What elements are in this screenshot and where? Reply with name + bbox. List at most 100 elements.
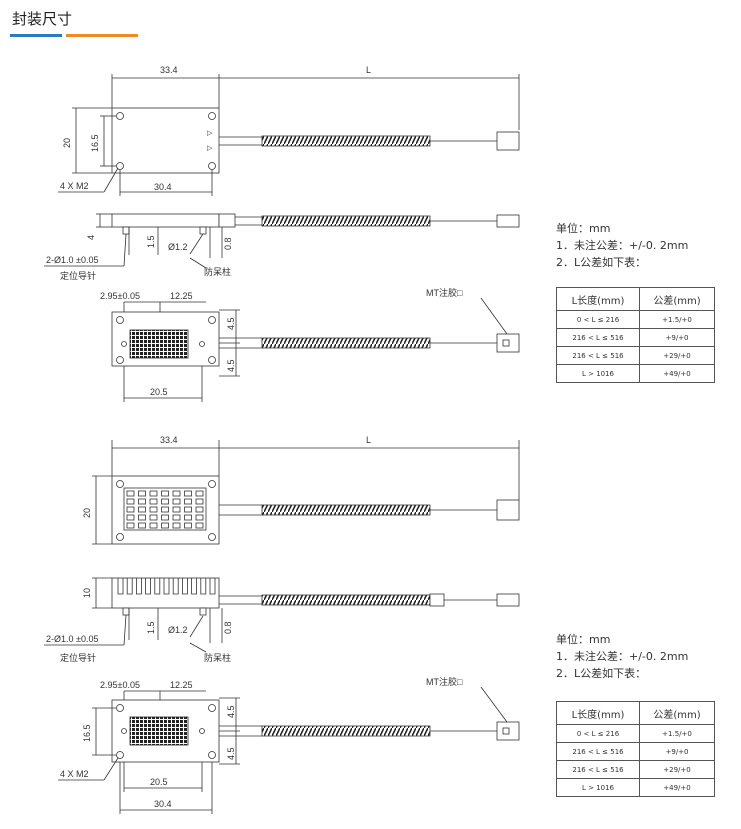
table-row: 0 < L ≤ 216+1.5/+0 bbox=[556, 724, 715, 743]
dim-0-8-label: 0.8 bbox=[223, 237, 233, 250]
heatsink-fin bbox=[184, 498, 192, 505]
heatsink-fin bbox=[195, 506, 204, 513]
heatsink-fin bbox=[149, 498, 158, 505]
dim-4-5-bottom-label: 4.5 bbox=[226, 359, 236, 372]
heatsink-fin bbox=[149, 514, 158, 521]
heatsink-fin bbox=[126, 498, 135, 505]
table-header-length: L长度(mm) bbox=[556, 701, 640, 725]
pin-diameter-label: Ø1.2 bbox=[168, 242, 188, 252]
heatsink-fins-side bbox=[117, 578, 216, 595]
guide-pin-spec-label-2: 2-Ø1.0 ±0.05 bbox=[46, 634, 98, 644]
table-header-row: L长度(mm) 公差(mm) bbox=[556, 287, 715, 311]
heatsink-slot bbox=[209, 578, 216, 595]
heatsink-fin bbox=[184, 514, 192, 521]
heatsink-fin bbox=[161, 514, 169, 521]
heatsink-fin bbox=[138, 522, 146, 529]
unit-note-2: 单位：mm bbox=[556, 633, 611, 646]
screw-spec-label: 4 X M2 bbox=[60, 181, 89, 191]
table-row: 216 < L ≤ 516+9/+0 bbox=[556, 742, 715, 761]
offset-12-25-label-2: 12.25 bbox=[170, 680, 193, 690]
dim-length-label-2: L bbox=[366, 435, 371, 445]
offset-12-25-label: 12.25 bbox=[170, 291, 193, 301]
heatsink-slot bbox=[172, 578, 179, 595]
pin-diameter-label-2: Ø1.2 bbox=[168, 625, 188, 635]
tolerance-table-1: L长度(mm) 公差(mm) 0 < L ≤ 216+1.5/+0 216 < … bbox=[556, 287, 715, 383]
heatsink-fin bbox=[184, 490, 192, 497]
dim-20-5-label-2: 20.5 bbox=[150, 777, 168, 787]
dim-hole-span-h-label: 30.4 bbox=[154, 182, 172, 192]
dim-20-5-label: 20.5 bbox=[150, 387, 168, 397]
dim-length-label: L bbox=[366, 65, 371, 75]
guide-pin-spec-label: 2-Ø1.0 ±0.05 bbox=[46, 255, 98, 265]
heatsink-slot bbox=[154, 578, 161, 595]
heatsink-fin bbox=[149, 522, 158, 529]
heatsink-fin bbox=[172, 506, 181, 513]
heatsink-fin bbox=[172, 498, 181, 505]
heatsink-fins-top bbox=[123, 487, 207, 531]
top-view-1: 33.4 L ▷ ▷ 20 16.5 30.4 4 X M2 bbox=[58, 65, 520, 196]
svg-text:▷: ▷ bbox=[207, 130, 213, 137]
dim-thickness-label: 4 bbox=[86, 235, 96, 240]
dim-1-5-label: 1.5 bbox=[146, 235, 156, 248]
guide-pin-label: 定位导针 bbox=[60, 270, 96, 281]
title-underline-blue bbox=[10, 34, 62, 37]
heatsink-fin bbox=[138, 498, 146, 505]
top-view-2: 33.4 L 20 bbox=[82, 435, 520, 545]
mt-glue-label-2: MT注胶□ bbox=[426, 676, 463, 687]
heatsink-fin bbox=[149, 506, 158, 513]
heatsink-fin bbox=[149, 490, 158, 497]
heatsink-fin bbox=[195, 522, 204, 529]
dim-hole-span-v-label: 16.5 bbox=[90, 134, 100, 152]
heatsink-fin bbox=[184, 522, 192, 529]
bottom-view-1: 2.95±0.05 12.25 MT注胶□ 4.5 4.5 20.5 bbox=[100, 287, 520, 402]
heatsink-fin bbox=[138, 514, 146, 521]
unit-note: 单位：mm bbox=[556, 222, 611, 235]
heatsink-slot bbox=[182, 578, 188, 595]
heatsink-fin bbox=[161, 490, 169, 497]
table-row: 216 < L ≤ 516+29/+0 bbox=[556, 346, 715, 365]
dim-0-8-label-2: 0.8 bbox=[223, 621, 233, 634]
table-header-tolerance: 公差(mm) bbox=[639, 287, 715, 311]
tolerance-table-2: L长度(mm) 公差(mm) 0 < L ≤ 216+1.5/+0 216 < … bbox=[556, 701, 715, 797]
dim-height-label: 20 bbox=[62, 138, 72, 148]
heatsink-fin bbox=[195, 514, 204, 521]
tolerance-note-2: 1．未注公差：+/-0. 2mm bbox=[556, 650, 689, 663]
dim-hole-span-v-label-2: 16.5 bbox=[82, 724, 92, 742]
notes-block-2: 单位：mm 1．未注公差：+/-0. 2mm 2．L公差如下表： bbox=[556, 631, 688, 682]
heatsink-slot bbox=[145, 578, 151, 595]
notes-block-1: 单位：mm 1．未注公差：+/-0. 2mm 2．L公差如下表： bbox=[556, 220, 688, 271]
page-title: 封装尺寸 bbox=[12, 10, 73, 28]
heatsink-fin bbox=[138, 490, 146, 497]
dim-height-label-2: 20 bbox=[82, 508, 92, 518]
dim-thickness-label-2: 10 bbox=[82, 588, 92, 598]
heatsink-slot bbox=[163, 578, 170, 595]
heatsink-fin bbox=[126, 522, 135, 529]
heatsink-slot bbox=[136, 578, 142, 595]
title-underline-orange bbox=[66, 34, 138, 37]
table-row: 0 < L ≤ 216+1.5/+0 bbox=[556, 310, 715, 329]
table-header-length: L长度(mm) bbox=[556, 287, 640, 311]
table-header-row: L长度(mm) 公差(mm) bbox=[556, 701, 715, 725]
table-row: 216 < L ≤ 516+29/+0 bbox=[556, 760, 715, 779]
svg-text:▷: ▷ bbox=[207, 145, 213, 152]
heatsink-fin bbox=[195, 498, 204, 505]
dim-1-5-label-2: 1.5 bbox=[146, 621, 156, 634]
anti-mis-pin-label-2: 防呆柱 bbox=[204, 652, 231, 663]
heatsink-fin bbox=[126, 490, 135, 497]
heatsink-fin bbox=[161, 522, 169, 529]
heatsink-fin bbox=[126, 514, 135, 521]
anti-mis-pin-label: 防呆柱 bbox=[204, 266, 231, 277]
dim-hole-span-h-label-2: 30.4 bbox=[154, 799, 172, 809]
heatsink-fin bbox=[138, 506, 146, 513]
dim-4-5-bottom-label-2: 4.5 bbox=[226, 747, 236, 760]
heatsink-fin bbox=[161, 506, 169, 513]
screw-spec-label-2: 4 X M2 bbox=[60, 769, 89, 779]
offset-2-95-label: 2.95±0.05 bbox=[100, 291, 140, 301]
bottom-view-2: 2.95±0.05 12.25 MT注胶□ 4.5 4.5 16.5 20.5 bbox=[58, 676, 520, 814]
heatsink-slot bbox=[191, 578, 197, 595]
l-tolerance-note: 2．L公差如下表： bbox=[556, 256, 647, 269]
table-header-tolerance: 公差(mm) bbox=[639, 701, 715, 725]
dim-4-5-top-label: 4.5 bbox=[226, 317, 236, 330]
heatsink-fin bbox=[126, 506, 135, 513]
